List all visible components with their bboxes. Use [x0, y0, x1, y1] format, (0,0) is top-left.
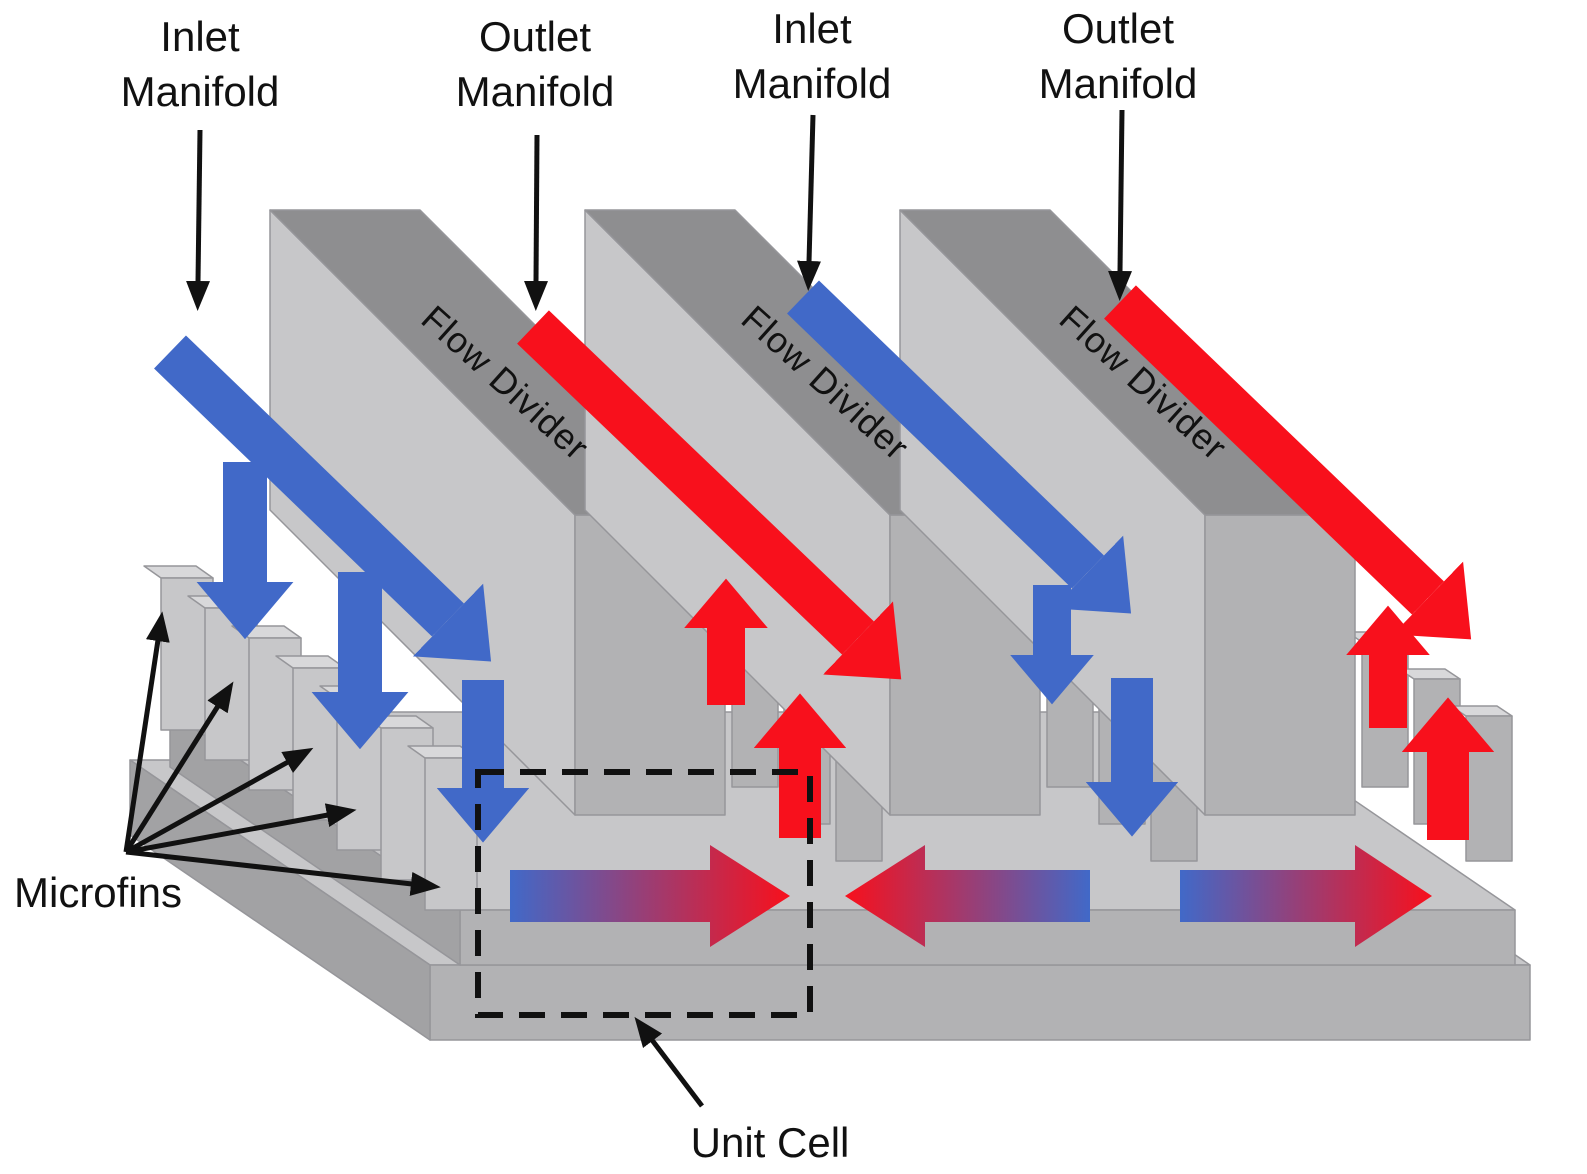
inlet-diagonal-arrow-1 [154, 335, 492, 662]
outlet-manifold-2-pointer [1108, 109, 1133, 301]
inlet-diagonal-arrow-2 [787, 280, 1132, 614]
channel-flow-gradient-arrows [510, 845, 1432, 947]
inlet-manifold-2-pointer [797, 114, 822, 291]
microfin [363, 715, 434, 881]
microfins-pointer-3 [124, 747, 314, 855]
microfins-pointer-5 [125, 849, 441, 896]
base-plate-front-face [429, 964, 1531, 1041]
channel-arrow-right-2 [1180, 845, 1432, 947]
outlet-diagonal-arrow-1 [517, 310, 902, 680]
outlet-manifold-1-pointer [524, 134, 549, 311]
unit-cell-outline [475, 769, 813, 1018]
microfins-pointer-2 [123, 681, 234, 854]
channel-arrow-right-1 [510, 845, 790, 947]
microfins-pointer-1 [123, 611, 170, 853]
microfin [1346, 631, 1409, 643]
inlet-flow-arrows [154, 280, 1179, 843]
outlet-diagonal-arrow-2 [1104, 285, 1472, 640]
annotation-arrows [123, 109, 1133, 1108]
inlet-manifold-1-pointer [186, 129, 211, 311]
microfins-pointer-4 [125, 803, 357, 855]
outlet-flow-arrows [517, 285, 1495, 840]
flow-divider-3-front-face [1204, 514, 1356, 816]
microfins-label: Microfins [14, 869, 183, 916]
microfin [1465, 715, 1513, 862]
channel-arrow-left [845, 845, 1090, 947]
outlet-manifold-label-1: Outlet Manifold [455, 13, 615, 115]
outlet-manifold-label-2: Outlet Manifold [1038, 5, 1198, 107]
inlet-manifold-label-1: Inlet Manifold [120, 13, 280, 115]
unit-cell-pointer [634, 1016, 704, 1108]
inlet-manifold-label-2: Inlet Manifold [732, 5, 892, 107]
unit-cell-label: Unit Cell [690, 1119, 850, 1166]
